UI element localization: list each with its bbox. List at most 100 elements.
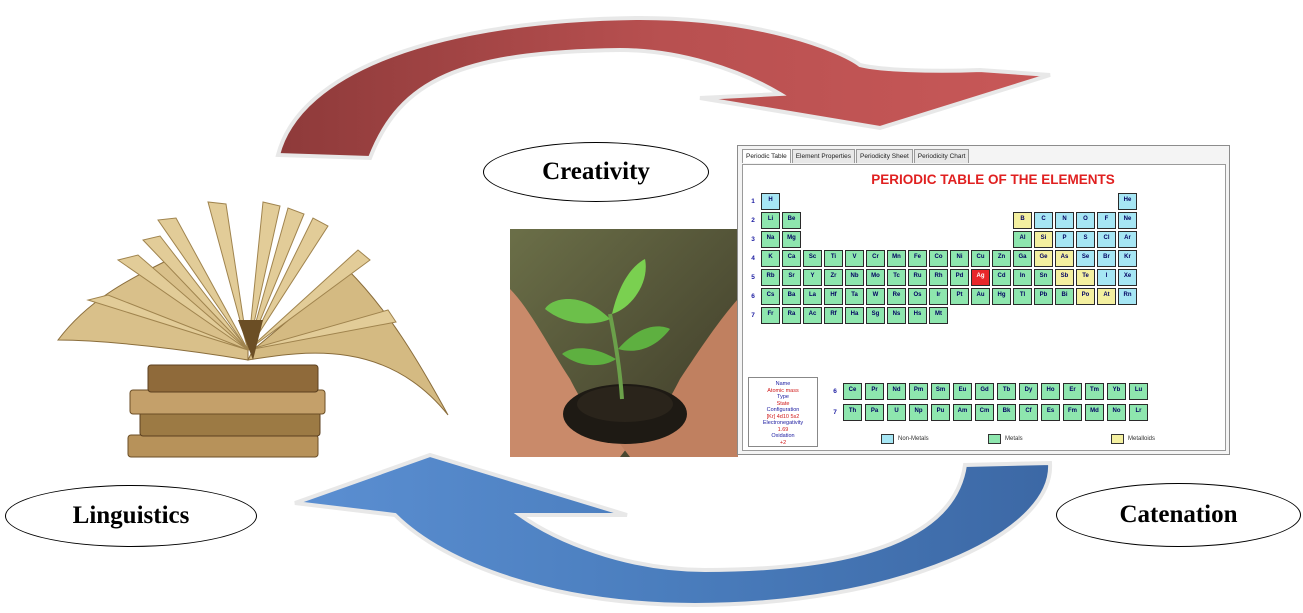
element-cell: Cr <box>866 250 885 267</box>
element-key-line: +2 <box>779 439 787 446</box>
element-cell: Es <box>1041 404 1060 421</box>
element-cell: Te <box>1076 269 1095 286</box>
element-cell: Hf <box>824 288 843 305</box>
element-cell: Se <box>1076 250 1095 267</box>
legend-swatch-metalloids <box>1111 434 1124 444</box>
element-cell: Pu <box>931 404 950 421</box>
element-cell: Np <box>909 404 928 421</box>
element-cell: Cf <box>1019 404 1038 421</box>
element-cell: V <box>845 250 864 267</box>
element-cell: Xe <box>1118 269 1137 286</box>
element-cell: Sb <box>1055 269 1074 286</box>
element-cell: U <box>887 404 906 421</box>
element-cell: Bi <box>1055 288 1074 305</box>
element-cell: Cl <box>1097 231 1116 248</box>
element-cell: La <box>803 288 822 305</box>
element-cell: Ac <box>803 307 822 324</box>
legend-swatch-metals <box>988 434 1001 444</box>
element-cell: Ns <box>887 307 906 324</box>
element-key-line: Configuration <box>766 407 800 413</box>
element-key-line: Type <box>777 394 789 400</box>
element-cell: Bk <box>997 404 1016 421</box>
element-cell: Pt <box>950 288 969 305</box>
element-key-line: State <box>776 400 790 407</box>
element-cell: P <box>1055 231 1074 248</box>
element-cell: Sm <box>931 383 950 400</box>
element-cell: In <box>1013 269 1032 286</box>
element-cell: Y <box>803 269 822 286</box>
element-cell: Ba <box>782 288 801 305</box>
tab-element-properties: Element Properties <box>791 149 855 163</box>
element-cell: Ti <box>824 250 843 267</box>
element-cell: Ni <box>950 250 969 267</box>
element-cell: Th <box>843 404 862 421</box>
element-cell: As <box>1055 250 1074 267</box>
element-cell: Hs <box>908 307 927 324</box>
element-cell: Pb <box>1034 288 1053 305</box>
creativity-label: Creativity <box>483 142 709 202</box>
element-cell: Pd <box>950 269 969 286</box>
tab-periodicity-sheet: Periodicity Sheet <box>856 149 913 163</box>
element-cell: Os <box>908 288 927 305</box>
element-cell: Lr <box>1129 404 1148 421</box>
red-cycle-arrow <box>275 15 1051 161</box>
element-cell: Ag <box>971 269 990 286</box>
element-cell: Tm <box>1085 383 1104 400</box>
element-cell: He <box>1118 193 1137 210</box>
legend-swatch-nonmetals <box>881 434 894 444</box>
legend-metalloids: Metalloids <box>1128 436 1156 442</box>
element-cell: No <box>1107 404 1126 421</box>
element-cell: Gd <box>975 383 994 400</box>
element-cell: Fm <box>1063 404 1082 421</box>
element-cell: Be <box>782 212 801 229</box>
element-cell: Ge <box>1034 250 1053 267</box>
period-number: 6 <box>751 293 755 300</box>
period-number: 7 <box>833 409 837 416</box>
periodic-table-title: PERIODIC TABLE OF THE ELEMENTS <box>871 172 1115 187</box>
element-cell: Fe <box>908 250 927 267</box>
element-cell: Am <box>953 404 972 421</box>
element-cell: Dy <box>1019 383 1038 400</box>
element-cell: Mg <box>782 231 801 248</box>
element-key-line: Atomic mass <box>767 387 799 394</box>
element-cell: Sr <box>782 269 801 286</box>
period-number: 6 <box>833 388 837 395</box>
element-cell: Ne <box>1118 212 1137 229</box>
element-key-line: [Kr] 4d10 5s2 <box>766 413 800 420</box>
element-cell: B <box>1013 212 1032 229</box>
legend-nonmetals: Non-Metals <box>898 436 929 442</box>
element-cell: Er <box>1063 383 1082 400</box>
element-cell: Rn <box>1118 288 1137 305</box>
linguistics-label: Linguistics <box>5 485 257 547</box>
element-cell: Na <box>761 231 780 248</box>
element-cell: Rf <box>824 307 843 324</box>
element-cell: Cu <box>971 250 990 267</box>
element-cell: Ir <box>929 288 948 305</box>
element-cell: Nd <box>887 383 906 400</box>
element-cell: Mo <box>866 269 885 286</box>
element-cell: F <box>1097 212 1116 229</box>
element-cell: Ga <box>1013 250 1032 267</box>
element-cell: Pa <box>865 404 884 421</box>
element-cell: Ru <box>908 269 927 286</box>
element-cell: Hg <box>992 288 1011 305</box>
element-cell: Nb <box>845 269 864 286</box>
period-number: 4 <box>751 255 755 262</box>
element-cell: Tl <box>1013 288 1032 305</box>
legend-metals: Metals <box>1005 436 1023 442</box>
element-cell: Al <box>1013 231 1032 248</box>
element-cell: Pm <box>909 383 928 400</box>
element-cell: Cm <box>975 404 994 421</box>
element-cell: Cd <box>992 269 1011 286</box>
element-cell: Re <box>887 288 906 305</box>
element-cell: I <box>1097 269 1116 286</box>
element-cell: C <box>1034 212 1053 229</box>
period-number: 3 <box>751 236 755 243</box>
element-key-line: Electronegativity <box>762 420 804 426</box>
element-cell: Yb <box>1107 383 1126 400</box>
element-cell: Au <box>971 288 990 305</box>
periodic-table-image: Periodic Table Element Properties Period… <box>737 145 1230 455</box>
element-cell: Si <box>1034 231 1053 248</box>
element-cell: Sc <box>803 250 822 267</box>
